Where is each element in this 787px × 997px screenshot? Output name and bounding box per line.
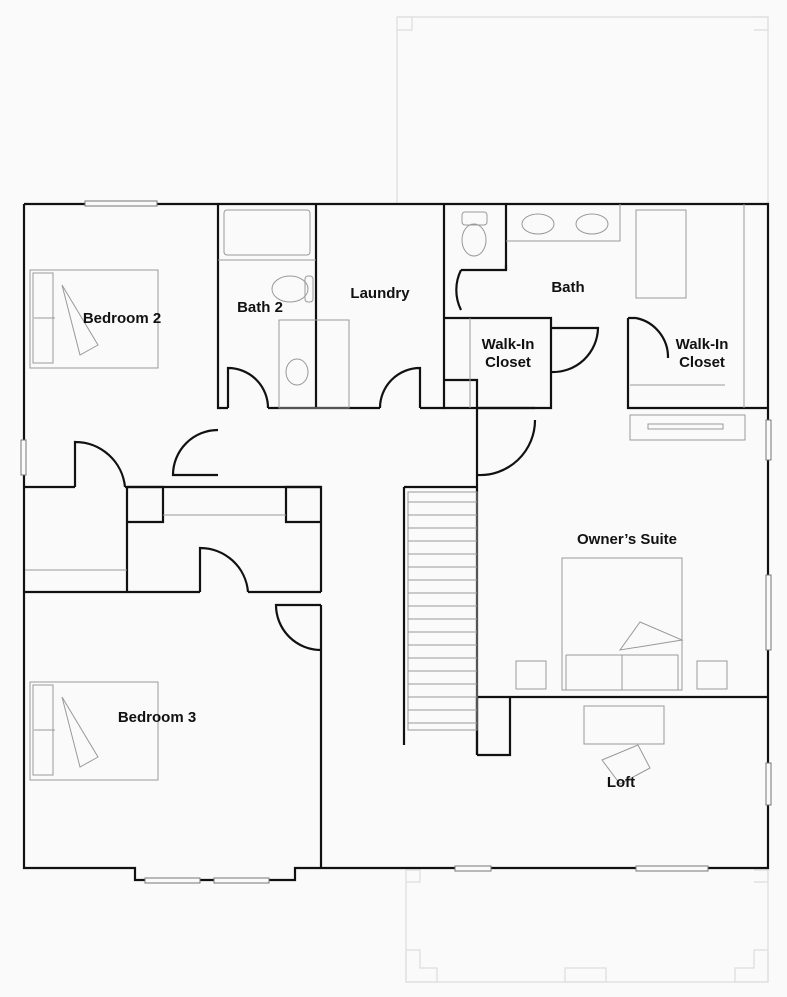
room-label-loft: Loft — [606, 774, 636, 791]
door-swings[interactable] — [73, 265, 670, 652]
windows — [20, 200, 772, 884]
room-label-bedroom-3: Bedroom 3 — [117, 709, 197, 726]
walk-in-closet-1-line2: Closet — [485, 354, 531, 371]
exterior-wall — [22, 202, 770, 882]
fixtures — [25, 204, 746, 785]
bottom-porch — [405, 868, 769, 983]
walk-in-closet-1-line1: Walk-In — [481, 336, 535, 353]
interior-walls — [24, 204, 768, 868]
walk-in-closet-2-line2: Closet — [679, 354, 725, 371]
room-label-bedroom-2: Bedroom 2 — [82, 310, 162, 327]
room-label-bath-2: Bath 2 — [237, 299, 283, 316]
top-porch — [396, 16, 769, 204]
walk-in-closet-2-line1: Walk-In — [675, 336, 729, 353]
room-label-owners-suite: Owner’s Suite — [576, 531, 678, 548]
room-label-bath: Bath — [551, 279, 585, 296]
room-label-laundry: Laundry — [350, 285, 410, 302]
staircase — [407, 491, 478, 731]
